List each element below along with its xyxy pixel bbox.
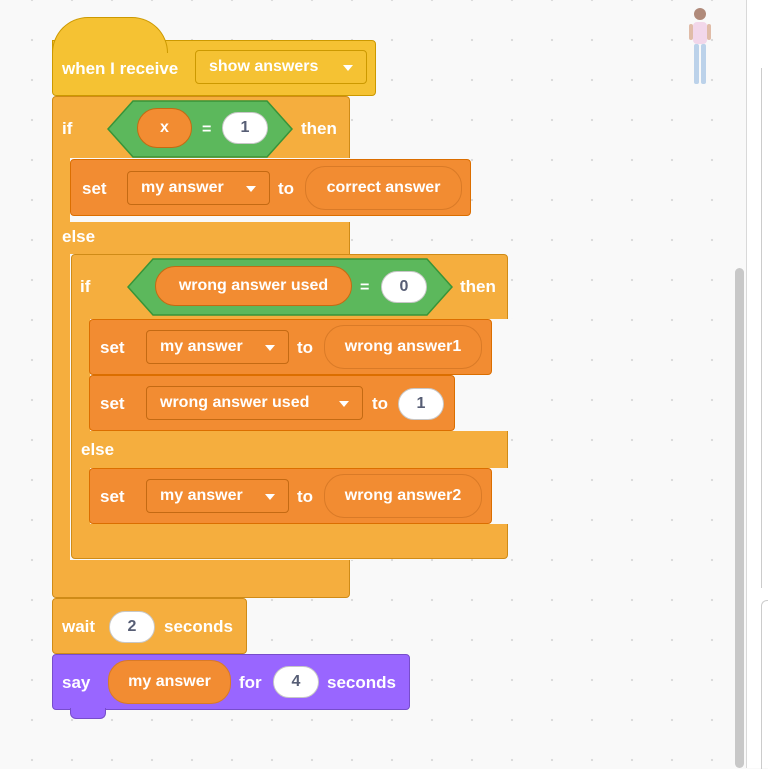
- seconds-label: seconds: [327, 673, 396, 692]
- variable-dropdown-value: my answer: [160, 487, 243, 504]
- to-label: to: [278, 179, 295, 198]
- if-label: if: [62, 119, 73, 138]
- variable-dropdown-value: my answer: [160, 338, 243, 355]
- when-i-receive-label: when I receive: [62, 59, 179, 78]
- vertical-scrollbar[interactable]: [735, 268, 744, 768]
- set-label: set: [100, 487, 125, 506]
- wait-seconds-input[interactable]: 2: [109, 611, 155, 643]
- bottom-notch: [70, 708, 106, 719]
- chevron-down-icon: [339, 401, 349, 407]
- then-label: then: [460, 277, 496, 296]
- to-label: to: [297, 338, 314, 357]
- hat-cap: [52, 17, 168, 53]
- message-dropdown-value: show answers: [209, 58, 319, 75]
- seconds-label: seconds: [164, 617, 233, 636]
- set-label: set: [82, 179, 107, 198]
- equals-sign: =: [202, 121, 212, 138]
- message-dropdown[interactable]: show answers: [195, 50, 367, 84]
- my-answer-reporter[interactable]: my answer: [108, 660, 231, 704]
- equals-sign: =: [360, 279, 370, 296]
- panel-dark-strip: [747, 0, 768, 68]
- variable-dropdown[interactable]: wrong answer used: [146, 386, 363, 420]
- then-label: then: [301, 119, 337, 138]
- wait-label: wait: [62, 617, 96, 636]
- script-canvas[interactable]: when I receive show answers if x = 1 the…: [0, 0, 746, 768]
- variable-dropdown-value: wrong answer used: [160, 394, 310, 411]
- right-panel-edge: [746, 0, 768, 769]
- to-label: to: [297, 487, 314, 506]
- variable-dropdown[interactable]: my answer: [146, 479, 289, 513]
- wrong-answer-used-reporter[interactable]: wrong answer used: [155, 266, 352, 306]
- panel-divider: [761, 600, 768, 769]
- panel-divider: [761, 68, 768, 588]
- chevron-down-icon: [343, 65, 353, 71]
- say-label: say: [62, 673, 91, 692]
- chevron-down-icon: [246, 186, 256, 192]
- if-label: if: [80, 277, 91, 296]
- number-input-1[interactable]: 1: [222, 112, 268, 144]
- correct-answer-reporter[interactable]: correct answer: [305, 166, 462, 210]
- wrong-answer2-reporter[interactable]: wrong answer2: [324, 474, 482, 518]
- else-label: else: [62, 227, 96, 246]
- wrong-answer1-reporter[interactable]: wrong answer1: [324, 325, 482, 369]
- for-label: for: [239, 673, 262, 692]
- sprite-icon[interactable]: [684, 4, 716, 88]
- chevron-down-icon: [265, 345, 275, 351]
- number-input-1[interactable]: 1: [398, 388, 444, 420]
- to-label: to: [372, 394, 389, 413]
- chevron-down-icon: [265, 494, 275, 500]
- variable-dropdown[interactable]: my answer: [146, 330, 289, 364]
- variable-dropdown[interactable]: my answer: [127, 171, 270, 205]
- variable-dropdown-value: my answer: [141, 179, 224, 196]
- variable-x-reporter[interactable]: x: [137, 108, 192, 148]
- else-label: else: [81, 440, 115, 459]
- say-seconds-input[interactable]: 4: [273, 666, 319, 698]
- set-label: set: [100, 394, 125, 413]
- number-input-0[interactable]: 0: [381, 271, 427, 303]
- set-label: set: [100, 338, 125, 357]
